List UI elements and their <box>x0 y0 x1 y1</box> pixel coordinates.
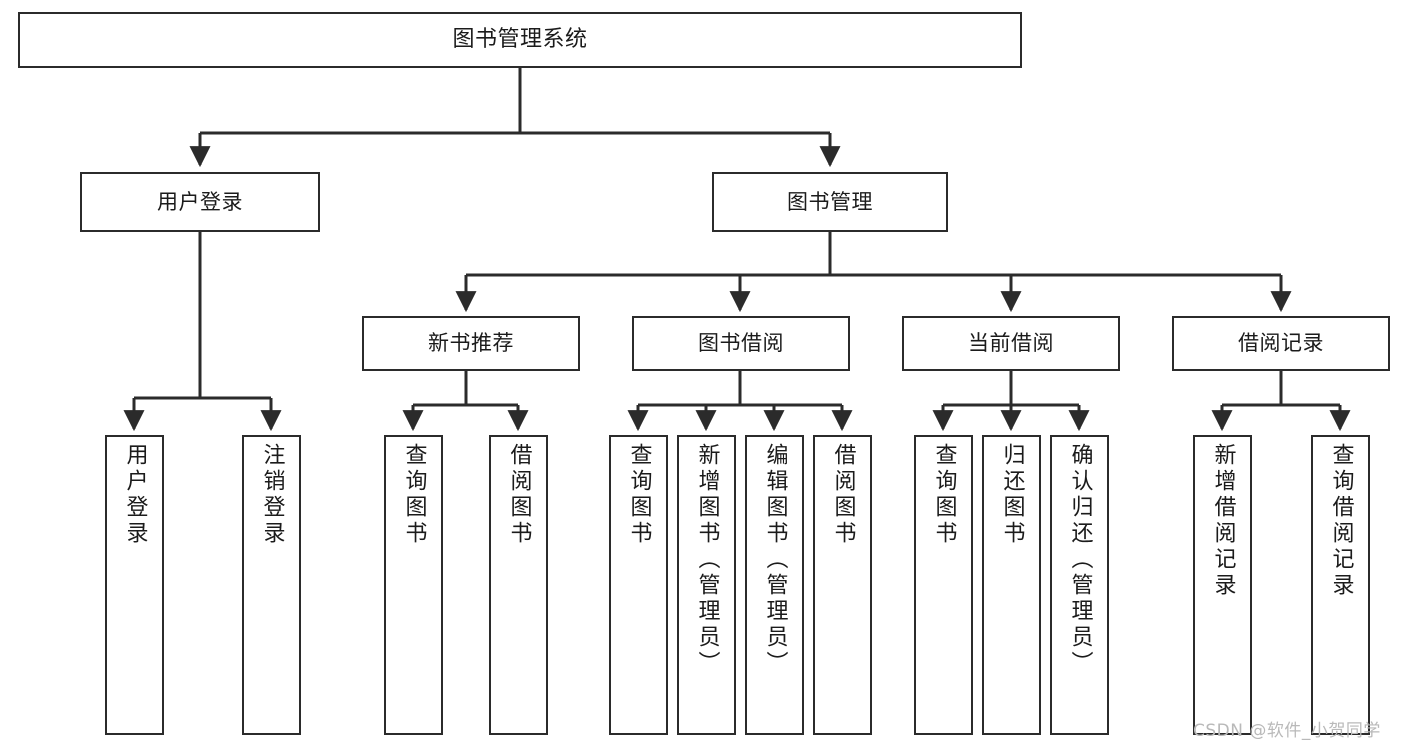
node-root-book-management-system[interactable]: 图书管理系统 <box>18 12 1022 68</box>
node-label: 查询图书 <box>931 443 957 547</box>
node-label: 用户登录 <box>122 443 148 547</box>
leaf-user-login-logout[interactable]: 注销登录 <box>242 435 301 735</box>
watermark-text: CSDN @软件_小贺同学 <box>1193 721 1381 741</box>
leaf-book-borrow-edit[interactable]: 编辑图书（管理员） <box>745 435 804 735</box>
node-current-borrow[interactable]: 当前借阅 <box>902 316 1120 371</box>
node-label: 新增图书（管理员） <box>694 443 720 677</box>
leaf-current-borrow-confirm-return[interactable]: 确认归还（管理员） <box>1050 435 1109 735</box>
leaf-book-borrow-borrow[interactable]: 借阅图书 <box>813 435 872 735</box>
node-label: 图书管理系统 <box>452 27 588 53</box>
leaf-current-borrow-return[interactable]: 归还图书 <box>982 435 1041 735</box>
node-label: 查询借阅记录 <box>1328 443 1354 599</box>
leaf-book-borrow-query[interactable]: 查询图书 <box>609 435 668 735</box>
node-label: 借阅图书 <box>506 443 532 547</box>
node-new-book-recommend[interactable]: 新书推荐 <box>362 316 580 371</box>
node-label: 借阅记录 <box>1238 331 1324 356</box>
leaf-borrow-record-query[interactable]: 查询借阅记录 <box>1311 435 1370 735</box>
node-book-management[interactable]: 图书管理 <box>712 172 948 232</box>
node-user-login[interactable]: 用户登录 <box>80 172 320 232</box>
node-label: 图书管理 <box>787 189 873 214</box>
leaf-borrow-record-add[interactable]: 新增借阅记录 <box>1193 435 1252 735</box>
node-label: 图书借阅 <box>698 331 784 356</box>
node-label: 新增借阅记录 <box>1210 443 1236 599</box>
node-label: 查询图书 <box>626 443 652 547</box>
leaf-new-book-borrow[interactable]: 借阅图书 <box>489 435 548 735</box>
node-book-borrow[interactable]: 图书借阅 <box>632 316 850 371</box>
node-label: 用户登录 <box>157 189 243 214</box>
leaf-new-book-query[interactable]: 查询图书 <box>384 435 443 735</box>
leaf-user-login-login[interactable]: 用户登录 <box>105 435 164 735</box>
node-borrow-record[interactable]: 借阅记录 <box>1172 316 1390 371</box>
node-label: 新书推荐 <box>428 331 514 356</box>
leaf-book-borrow-add[interactable]: 新增图书（管理员） <box>677 435 736 735</box>
node-label: 编辑图书（管理员） <box>762 443 788 677</box>
node-label: 查询图书 <box>401 443 427 547</box>
leaf-current-borrow-query[interactable]: 查询图书 <box>914 435 973 735</box>
node-label: 注销登录 <box>259 443 285 547</box>
node-label: 确认归还（管理员） <box>1067 443 1093 677</box>
node-label: 归还图书 <box>999 443 1025 547</box>
node-label: 借阅图书 <box>830 443 856 547</box>
node-label: 当前借阅 <box>968 331 1054 356</box>
